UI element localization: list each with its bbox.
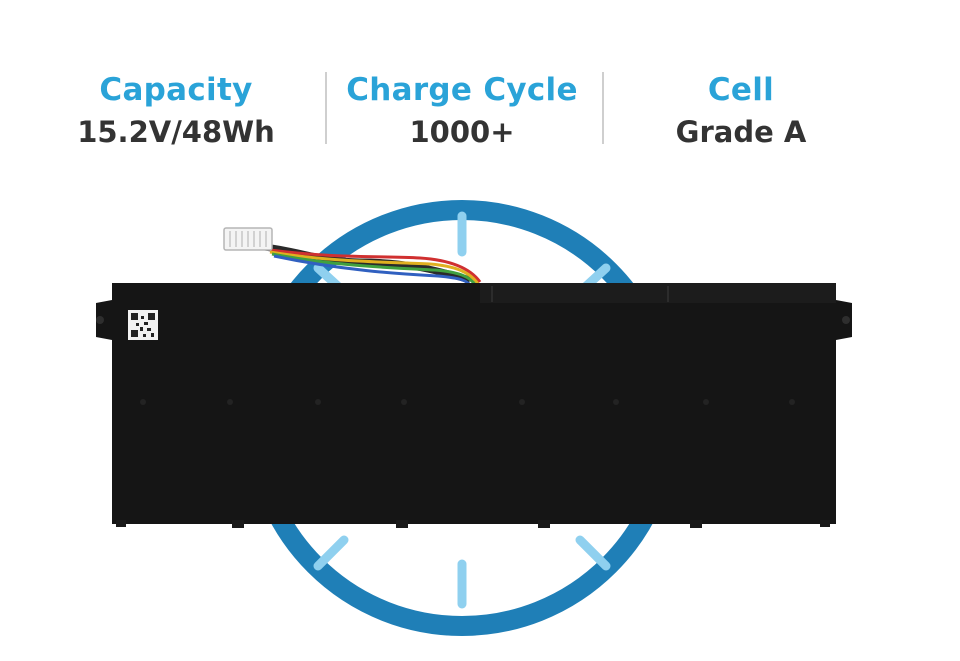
spec-charge-cycle-label: Charge Cycle bbox=[346, 72, 578, 108]
spec-capacity: Capacity 15.2V/48Wh bbox=[46, 70, 306, 154]
spec-capacity-value: 15.2V/48Wh bbox=[77, 115, 275, 149]
laptop-battery-image bbox=[96, 283, 852, 528]
spec-divider bbox=[602, 72, 604, 144]
spec-charge-cycle: Charge Cycle 1000+ bbox=[332, 70, 592, 154]
spec-cell-label: Cell bbox=[707, 72, 775, 108]
spec-divider bbox=[325, 72, 327, 144]
spec-cell: Cell Grade A bbox=[611, 70, 871, 154]
qr-code-icon bbox=[128, 310, 158, 340]
spec-header: Capacity 15.2V/48Wh Charge Cycle 1000+ C… bbox=[0, 0, 960, 170]
battery-connector bbox=[223, 227, 482, 289]
battery-body bbox=[96, 283, 852, 524]
spec-cell-value: Grade A bbox=[675, 115, 807, 149]
spec-charge-cycle-value: 1000+ bbox=[409, 115, 515, 149]
spec-capacity-label: Capacity bbox=[99, 72, 253, 108]
